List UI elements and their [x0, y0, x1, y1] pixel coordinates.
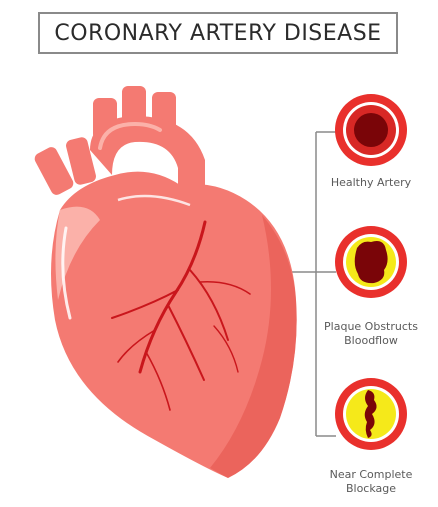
healthy-lumen: [354, 113, 388, 147]
label-plaque-line2: Bloodflow: [316, 334, 426, 348]
label-near-complete-line1: Near Complete: [316, 468, 426, 482]
cross-section-plaque: [335, 226, 407, 298]
label-near-complete: Near Complete Blockage: [316, 468, 426, 496]
label-plaque-obstructs: Plaque Obstructs Bloodflow: [316, 320, 426, 348]
label-healthy-line1: Healthy Artery: [316, 176, 426, 190]
cross-section-healthy: [335, 94, 407, 166]
label-healthy-artery: Healthy Artery: [316, 176, 426, 190]
heart-body: [51, 172, 297, 478]
label-near-complete-line2: Blockage: [316, 482, 426, 496]
cross-section-blockage: [335, 378, 407, 450]
label-plaque-line1: Plaque Obstructs: [316, 320, 426, 334]
plaque-lumen: [355, 241, 388, 283]
